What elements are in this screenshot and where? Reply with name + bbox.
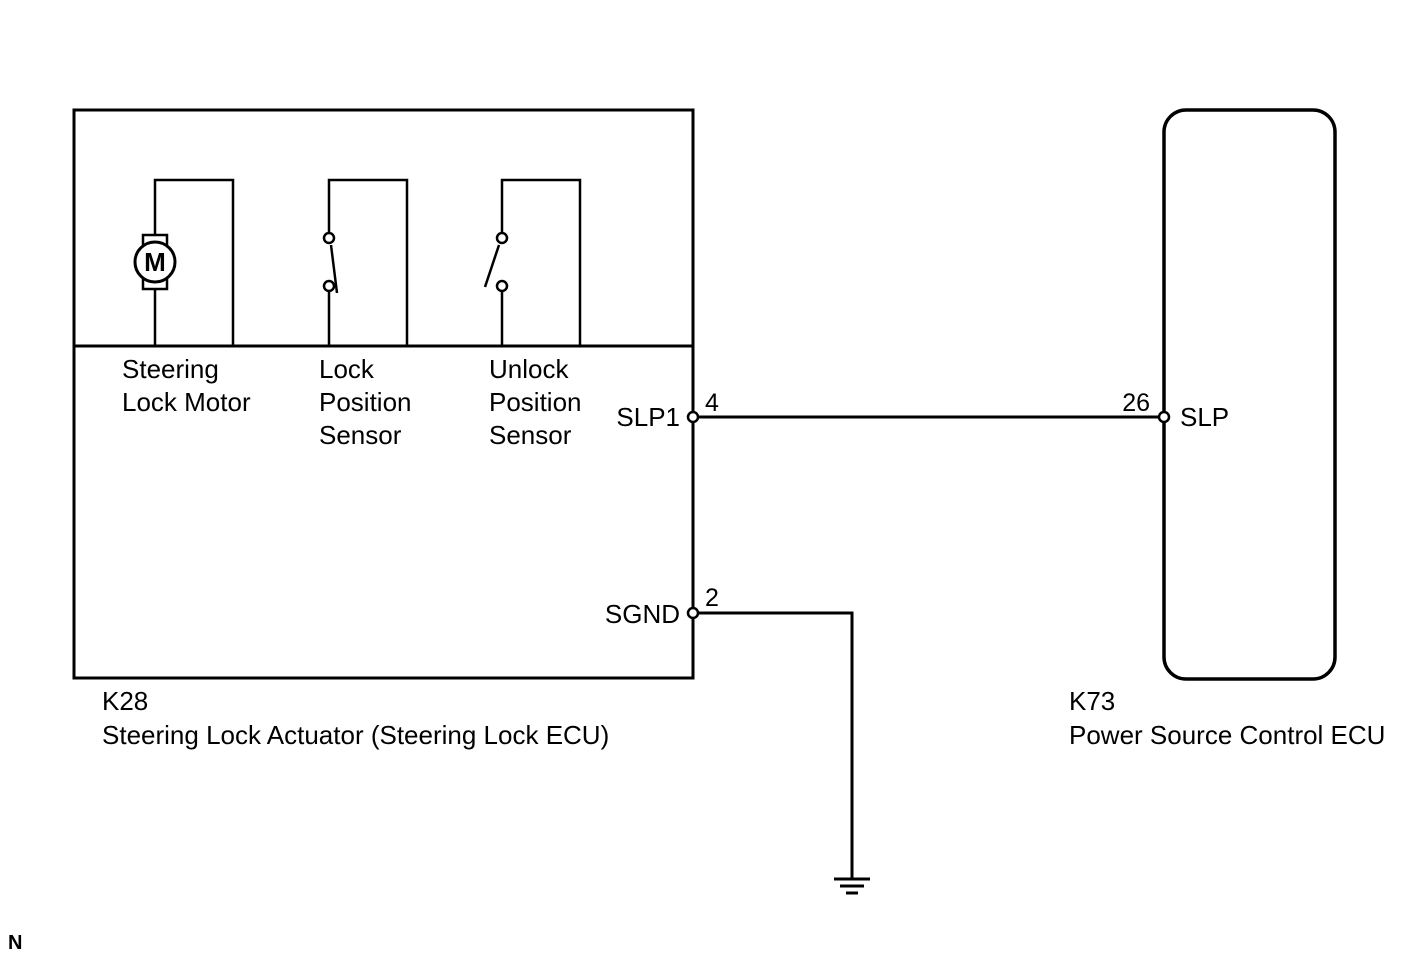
unlock-sensor-label-line1: Unlock — [489, 354, 569, 384]
slp1-pin-number: 4 — [705, 389, 719, 417]
motor-label-line2: Lock Motor — [122, 387, 251, 417]
unlock-position-sensor-circuit — [483, 178, 582, 346]
lock-position-sensor-circuit — [322, 178, 409, 346]
actuator-name: Steering Lock Actuator (Steering Lock EC… — [102, 720, 609, 750]
power-ecu-name: Power Source Control ECU — [1069, 720, 1385, 750]
motor-label: Steering Lock Motor — [122, 354, 251, 417]
unlock-sensor-label-line3: Sensor — [489, 420, 572, 450]
sgnd-terminal-name: SGND — [605, 599, 680, 629]
power-source-control-ecu-box — [1162, 108, 1337, 681]
footer-marker: N — [8, 932, 22, 954]
terminal-icon — [1157, 410, 1171, 424]
switch-icon — [322, 231, 339, 294]
unlock-sensor-label: Unlock Position Sensor — [489, 354, 582, 450]
terminal-icon — [686, 410, 700, 424]
switch-icon — [483, 231, 509, 293]
ground-icon — [834, 877, 870, 895]
power-ecu-code: K73 — [1069, 686, 1115, 716]
motor-symbol: M — [144, 247, 166, 277]
slp-terminal-name: SLP — [1180, 402, 1229, 432]
steering-lock-motor-circuit: M — [133, 178, 235, 346]
lock-sensor-label-line2: Position — [319, 387, 412, 417]
sgnd-wire — [693, 611, 854, 879]
unlock-sensor-label-line2: Position — [489, 387, 582, 417]
motor-icon: M — [133, 233, 177, 291]
slp1-terminal-name: SLP1 — [616, 402, 680, 432]
sgnd-pin-number: 2 — [705, 584, 719, 612]
motor-label-line1: Steering — [122, 354, 219, 384]
slp-pin-number: 26 — [1122, 389, 1150, 417]
actuator-code: K28 — [102, 686, 148, 716]
lock-sensor-label-line3: Sensor — [319, 420, 402, 450]
lock-sensor-label-line1: Lock — [319, 354, 375, 384]
terminal-icon — [686, 606, 700, 620]
lock-sensor-label: Lock Position Sensor — [319, 354, 412, 450]
steering-lock-actuator-box — [72, 108, 695, 680]
